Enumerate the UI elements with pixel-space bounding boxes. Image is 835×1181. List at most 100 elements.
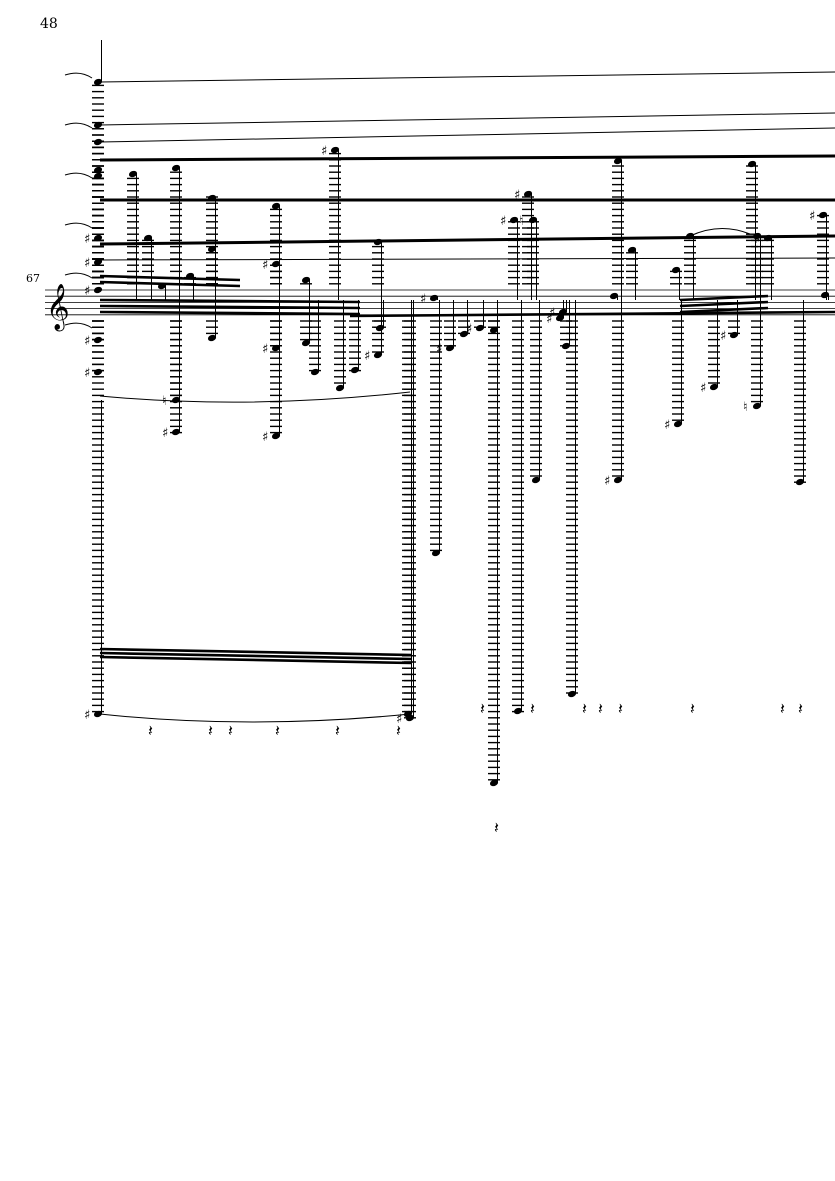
note-head bbox=[375, 324, 385, 332]
note-head bbox=[171, 396, 181, 404]
note-head bbox=[671, 266, 681, 274]
note-head bbox=[752, 232, 762, 240]
note-head bbox=[93, 172, 103, 180]
note-head bbox=[93, 166, 103, 174]
sharp-icon: ♯ bbox=[754, 232, 760, 247]
sharp-icon: ♯ bbox=[514, 188, 520, 203]
note-head bbox=[509, 216, 519, 224]
tie bbox=[64, 222, 93, 229]
note-head bbox=[459, 330, 469, 338]
sharp-icon: ♯ bbox=[466, 322, 472, 337]
treble-clef-icon: 𝄞 bbox=[46, 284, 70, 332]
quarter-rest-icon: 𝄽 bbox=[480, 699, 485, 718]
note-head bbox=[489, 326, 499, 334]
sharp-icon: ♯ bbox=[720, 329, 726, 344]
note-head bbox=[271, 260, 281, 268]
note-head bbox=[207, 334, 217, 342]
tie bbox=[99, 234, 835, 246]
sharp-icon: ♯ bbox=[500, 214, 506, 229]
note-head bbox=[818, 211, 828, 219]
beam bbox=[679, 300, 769, 308]
quarter-rest-icon: 𝄽 bbox=[275, 721, 280, 740]
note-head bbox=[685, 232, 695, 240]
quarter-rest-icon: 𝄽 bbox=[690, 699, 695, 718]
note-head bbox=[128, 170, 138, 178]
note-head bbox=[613, 476, 623, 484]
note-head bbox=[609, 292, 619, 300]
page-number: 48 bbox=[40, 16, 58, 32]
quarter-rest-icon: 𝄽 bbox=[208, 721, 213, 740]
rests: 𝄽𝄽𝄽𝄽𝄽𝄽𝄽𝄽𝄽𝄽𝄽𝄽𝄽𝄽𝄽 bbox=[148, 699, 803, 837]
quarter-rest-icon: 𝄽 bbox=[494, 818, 499, 837]
tie bbox=[64, 322, 93, 329]
note-head bbox=[613, 157, 623, 165]
note-head bbox=[93, 234, 103, 242]
note-head bbox=[489, 779, 499, 787]
note-head bbox=[93, 138, 103, 146]
sharp-icon: ♯ bbox=[84, 708, 90, 723]
note-head bbox=[475, 324, 485, 332]
tie bbox=[64, 272, 93, 279]
sharp-icon: ♯ bbox=[84, 334, 90, 349]
note-head bbox=[271, 202, 281, 210]
note-head bbox=[207, 194, 217, 202]
note-head bbox=[157, 282, 167, 290]
note-head bbox=[330, 146, 340, 154]
sharp-icon: ♯ bbox=[84, 232, 90, 247]
tie bbox=[99, 391, 411, 403]
tie bbox=[99, 127, 835, 143]
note-head bbox=[531, 476, 541, 484]
note-head bbox=[555, 314, 565, 322]
note-head bbox=[445, 344, 455, 352]
quarter-rest-icon: 𝄽 bbox=[598, 699, 603, 718]
quarter-rest-icon: 𝄽 bbox=[228, 721, 233, 740]
note-head bbox=[93, 368, 103, 376]
tie bbox=[64, 172, 93, 179]
measure-number: 67 bbox=[26, 272, 40, 285]
sharp-icon: ♯ bbox=[549, 306, 555, 321]
note-head bbox=[558, 308, 568, 316]
note-head bbox=[627, 246, 637, 254]
note-head bbox=[567, 690, 577, 698]
note-head bbox=[709, 383, 719, 391]
natural-icon: ♮ bbox=[162, 394, 167, 409]
sharp-icon: ♯ bbox=[420, 292, 426, 307]
beam bbox=[99, 310, 361, 316]
sharp-icon: ♯ bbox=[664, 418, 670, 433]
note-head bbox=[747, 160, 757, 168]
sharp-icon: ♯ bbox=[84, 366, 90, 381]
note-head bbox=[523, 190, 533, 198]
note-head bbox=[373, 351, 383, 359]
tie bbox=[99, 154, 835, 162]
sharp-icon: ♯ bbox=[84, 256, 90, 271]
quarter-rest-icon: 𝄽 bbox=[618, 699, 623, 718]
sharp-icon: ♯ bbox=[546, 312, 552, 327]
beam bbox=[99, 298, 361, 304]
note-head bbox=[673, 420, 683, 428]
sharp-icon: ♯ bbox=[84, 284, 90, 299]
note-head bbox=[171, 164, 181, 172]
note-head bbox=[93, 78, 103, 86]
sharp-icon: ♯ bbox=[396, 712, 402, 727]
quarter-rest-icon: 𝄽 bbox=[582, 699, 587, 718]
note-head bbox=[335, 384, 345, 392]
sharp-icon: ♯ bbox=[321, 144, 327, 159]
beam bbox=[679, 294, 769, 302]
beam bbox=[679, 306, 769, 314]
sharp-icon: ♯ bbox=[364, 349, 370, 364]
beam bbox=[99, 655, 413, 665]
quarter-rest-icon: 𝄽 bbox=[396, 721, 401, 740]
note-head bbox=[820, 291, 830, 299]
quarter-rest-icon: 𝄽 bbox=[335, 721, 340, 740]
note-head bbox=[528, 216, 538, 224]
note-head bbox=[513, 707, 523, 715]
note-head bbox=[729, 331, 739, 339]
sharp-icon: ♯ bbox=[700, 381, 706, 396]
tie bbox=[689, 228, 751, 237]
note-head bbox=[403, 710, 413, 718]
beam bbox=[99, 304, 361, 310]
note-head bbox=[301, 276, 311, 284]
sharp-icon: ♯ bbox=[262, 430, 268, 445]
quarter-rest-icon: 𝄽 bbox=[780, 699, 785, 718]
